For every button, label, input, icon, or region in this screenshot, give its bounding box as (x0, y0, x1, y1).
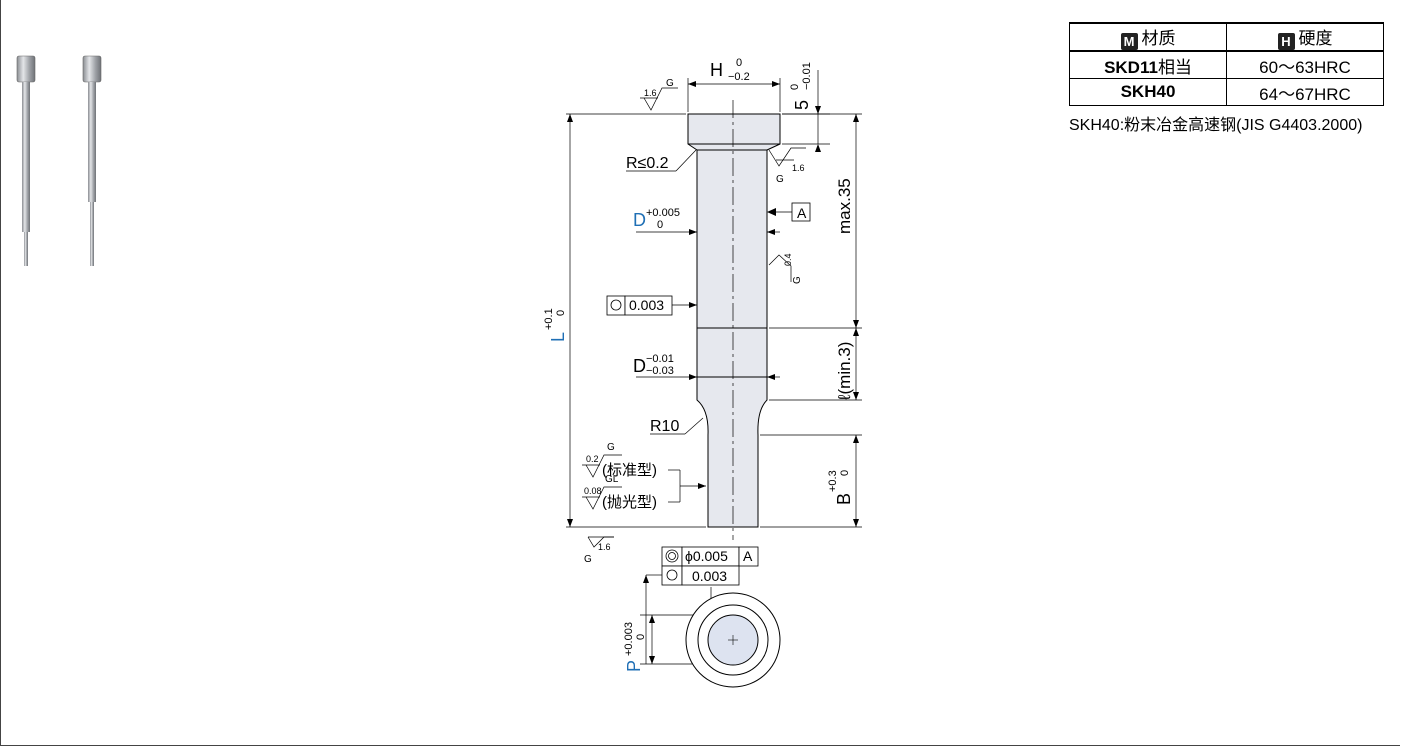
rough-body-g: G (792, 276, 803, 284)
radius-head: R≤0.2 (626, 155, 669, 172)
material-header-icon: M (1120, 33, 1138, 50)
dim-head-upper: 0 (789, 84, 801, 90)
dim-P-lower: 0 (635, 634, 647, 640)
dim-B-upper: +0.3 (827, 470, 839, 492)
table-row: SKH40 64～67HRC (1069, 78, 1384, 106)
dim-H-upper: 0 (736, 57, 742, 69)
rough-top-g: G (666, 78, 674, 89)
dim-P: P (624, 660, 644, 672)
punch-body (687, 113, 781, 528)
rough-top: 1.6 (644, 88, 657, 98)
dim-H: H (710, 60, 723, 80)
datum-A: A (797, 205, 807, 221)
rough-std-g: G (607, 442, 615, 453)
material-cell: SKH40 (1069, 78, 1227, 106)
type-standard: (标准型) (602, 462, 657, 479)
material-name: SKH40 (1120, 82, 1176, 101)
table-row: SKD11相当 60～63HRC (1069, 50, 1384, 79)
material-cell: SKD11相当 (1069, 50, 1227, 79)
type-polished: (抛光型) (602, 494, 657, 511)
hardness-header-icon: H (1277, 33, 1295, 50)
rough-polish-gl: GL (605, 474, 619, 485)
dim-L-lower: 0 (555, 310, 567, 316)
dim-D2: D (633, 356, 646, 376)
concentricity-datum: A (743, 548, 753, 564)
dim-D2-upper: −0.01 (646, 353, 674, 365)
material-suffix: 相当 (1157, 57, 1192, 77)
dim-B: B (834, 493, 854, 505)
roundness2-value: 0.003 (692, 568, 727, 584)
dim-L: L (548, 332, 568, 342)
rough-bottom: 1.6 (598, 542, 611, 552)
rough-head: 1.6 (792, 163, 805, 173)
concentricity-value: ϕ0.005 (685, 548, 728, 564)
rough-body: 0.4 (783, 253, 793, 266)
hardness-cell: 64～67HRC (1226, 78, 1384, 106)
material-name: SKD11 (1104, 57, 1158, 77)
dim-D-lower: 0 (657, 219, 663, 231)
dim-head-thick: 5 (792, 100, 812, 110)
dim-max35: max.35 (835, 178, 854, 234)
hardness-header-label: 硬度 (1298, 29, 1333, 48)
dim-D-upper: +0.005 (646, 207, 680, 219)
bottom-view (685, 592, 781, 688)
rough-polish: 0.08 (584, 486, 602, 496)
dim-D: D (633, 210, 646, 230)
rough-bottom-g: G (584, 554, 592, 565)
hardness-cell: 60～63HRC (1226, 50, 1384, 79)
roundness-value: 0.003 (629, 297, 664, 313)
punch-photo-short (16, 55, 36, 266)
dim-B-lower: 0 (839, 470, 851, 476)
punch-photo-long (82, 55, 102, 266)
radius-r10: R10 (650, 418, 679, 435)
dim-D2-lower: −0.03 (646, 365, 674, 377)
material-header-label: 材质 (1141, 29, 1176, 48)
dim-P-upper: +0.003 (623, 622, 635, 656)
rough-std: 0.2 (586, 454, 599, 464)
rough-head-g: G (776, 174, 784, 185)
dim-head-lower: −0.01 (801, 62, 813, 90)
dim-ell: ℓ(min.3) (835, 342, 854, 401)
material-note: SKH40:粉末冶金高速钢(JIS G4403.2000) (1069, 117, 1363, 134)
dim-L-upper: +0.1 (543, 308, 555, 330)
dim-H-lower: −0.2 (728, 71, 750, 83)
